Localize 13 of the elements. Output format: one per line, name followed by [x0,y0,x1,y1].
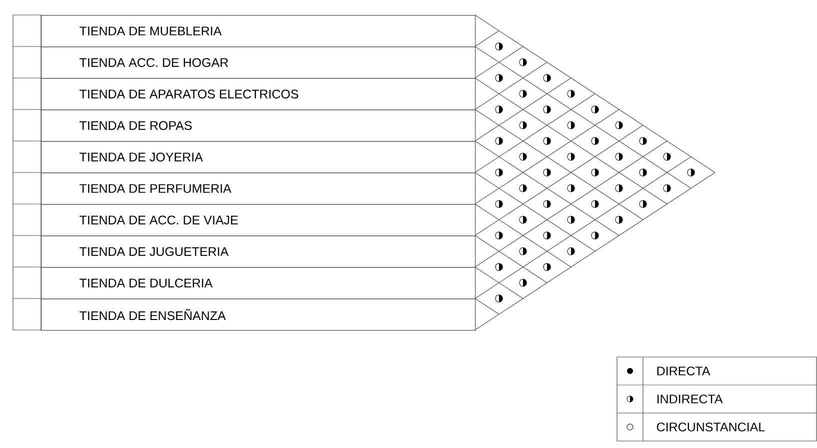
legend-label: DIRECTA [657,366,710,376]
row-box: TIENDA DE JUGUETERIA [41,236,476,268]
row-box: TIENDA DE MUEBLERIA [41,15,476,48]
legend-label: CIRCUNSTANCIAL [656,422,765,432]
row-box: TIENDA DE ENSEÑANZA [41,298,476,331]
row-box: TIENDA DE PERFUMERIA [41,172,476,205]
row-box: TIENDA DE ROPAS [41,110,476,142]
row-box: TIENDA DE DULCERIA [41,267,476,300]
legend-label: INDIRECTA [657,394,723,404]
row-box: TIENDA DE APARATOS ELECTRICOS [41,78,476,110]
row-box: TIENDA DE ACC. DE VIAJE [41,204,476,236]
row-box: TIENDA DE JOYERIA [41,141,476,174]
row-box: TIENDA ACC. DE HOGAR [41,46,476,79]
